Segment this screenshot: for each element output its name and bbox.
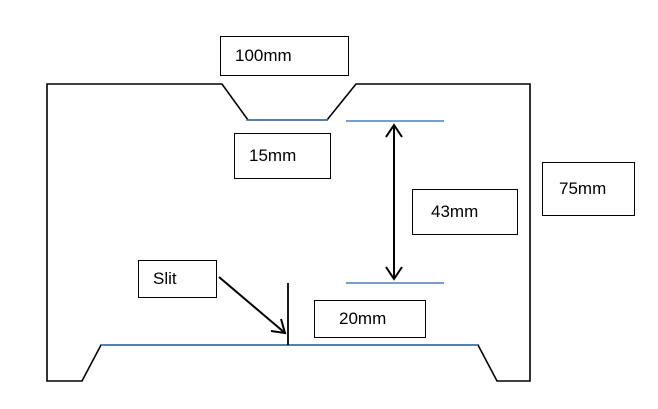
slit-pointer-arrow bbox=[218, 276, 287, 335]
slit-label: Slit bbox=[138, 260, 217, 298]
dimension-arrow bbox=[385, 123, 403, 281]
notch-width-label: 15mm bbox=[234, 133, 331, 179]
total-height-label: 75mm bbox=[542, 162, 635, 216]
top-width-label: 100mm bbox=[220, 36, 349, 76]
gap-height-label: 43mm bbox=[412, 189, 518, 235]
bottom-offset-label: 20mm bbox=[314, 300, 426, 338]
